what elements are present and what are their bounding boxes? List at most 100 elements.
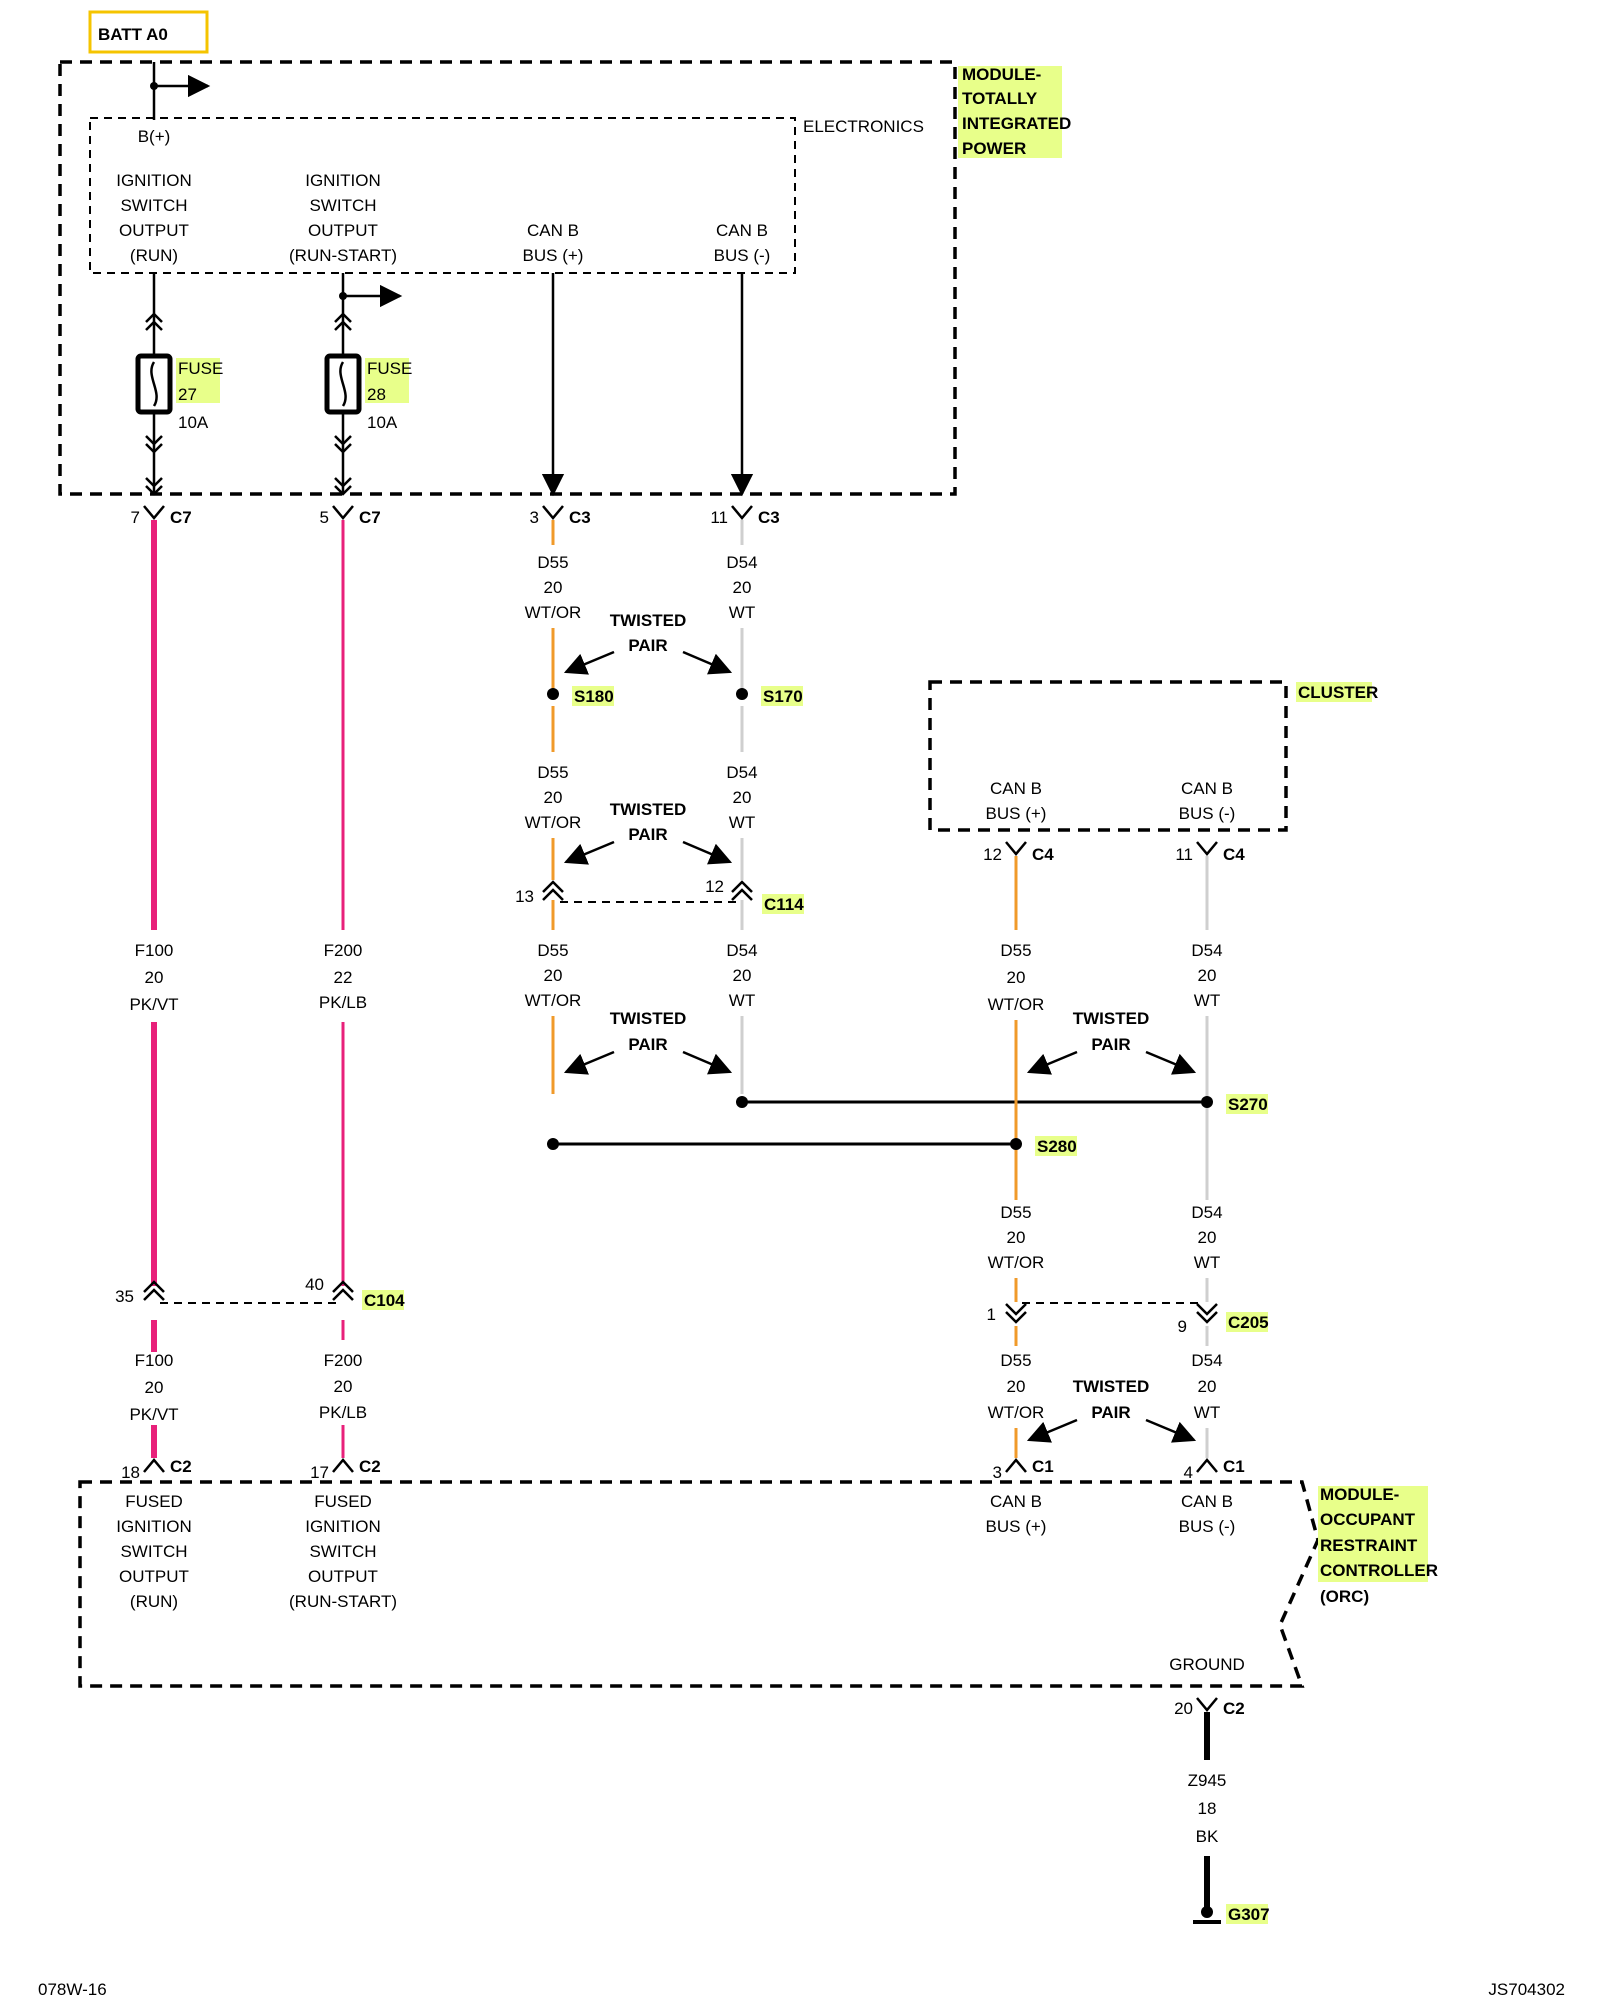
svg-text:22: 22 <box>334 968 353 987</box>
title-text: BATT A0 <box>98 25 168 44</box>
electronics-label: ELECTRONICS <box>803 117 924 136</box>
svg-text:SWITCH: SWITCH <box>120 196 187 215</box>
svg-text:(ORC): (ORC) <box>1320 1587 1369 1606</box>
svg-text:PK/LB: PK/LB <box>319 993 367 1012</box>
svg-text:D55: D55 <box>1000 1351 1031 1370</box>
svg-text:BUS (-): BUS (-) <box>1179 804 1236 823</box>
svg-text:18: 18 <box>1198 1799 1217 1818</box>
svg-text:FUSED: FUSED <box>125 1492 183 1511</box>
svg-text:C1: C1 <box>1223 1457 1245 1476</box>
svg-text:B(+): B(+) <box>138 127 171 146</box>
connector-c7-pin7: 7 C7 <box>131 505 192 527</box>
tipm-module-box <box>58 60 957 496</box>
connector-c3-pin3: 3 C3 <box>530 505 591 527</box>
svg-text:35: 35 <box>115 1287 134 1306</box>
cluster-pin-canb-plus: CAN B BUS (+) <box>986 779 1047 823</box>
svg-text:C7: C7 <box>359 508 381 527</box>
svg-text:12: 12 <box>983 845 1002 864</box>
svg-text:FUSED: FUSED <box>314 1492 372 1511</box>
svg-text:S180: S180 <box>574 687 614 706</box>
svg-text:D55: D55 <box>1000 941 1031 960</box>
orc-module-label: MODULE- OCCUPANT RESTRAINT CONTROLLER (O… <box>1318 1485 1438 1606</box>
svg-text:F100: F100 <box>135 1351 174 1370</box>
svg-text:20: 20 <box>1198 966 1217 985</box>
svg-text:S170: S170 <box>763 687 803 706</box>
svg-text:CAN B: CAN B <box>1181 1492 1233 1511</box>
connector-c2-pin20: 20 C2 <box>1174 1697 1245 1718</box>
svg-text:C3: C3 <box>569 508 591 527</box>
svg-text:OCCUPANT: OCCUPANT <box>1320 1510 1416 1529</box>
svg-text:C1: C1 <box>1032 1457 1054 1476</box>
connector-c1-pin3: 3 C1 <box>993 1457 1054 1482</box>
svg-text:10A: 10A <box>367 413 398 432</box>
wire-d54-orc: D54 20 WT D54 20 WT D54 20 WT <box>1191 856 1223 1458</box>
svg-text:20: 20 <box>733 966 752 985</box>
svg-text:WT/OR: WT/OR <box>988 1253 1045 1272</box>
twisted-pair-4: TWISTED PAIR <box>1026 1009 1197 1075</box>
ground-g307: G307 <box>1193 1904 1270 1924</box>
connector-c7-pin5: 5 C7 <box>320 505 381 527</box>
svg-text:(RUN-START): (RUN-START) <box>289 1592 397 1611</box>
svg-text:7: 7 <box>131 508 140 527</box>
footer-right: JS704302 <box>1488 1980 1565 1999</box>
wire-f100: F100 20 PK/VT F100 20 PK/VT <box>129 520 179 1458</box>
svg-text:WT/OR: WT/OR <box>525 991 582 1010</box>
svg-text:C205: C205 <box>1228 1313 1269 1332</box>
connector-c2-pin17: 17 C2 <box>310 1457 381 1482</box>
svg-text:PAIR: PAIR <box>628 825 667 844</box>
svg-text:CAN B: CAN B <box>1181 779 1233 798</box>
svg-text:D54: D54 <box>1191 1351 1222 1370</box>
svg-text:D54: D54 <box>1191 1203 1222 1222</box>
connector-c3-pin11: 11 C3 <box>710 505 780 527</box>
svg-text:F200: F200 <box>324 941 363 960</box>
svg-text:11: 11 <box>1175 845 1193 864</box>
svg-text:CLUSTER: CLUSTER <box>1298 683 1378 702</box>
svg-text:SWITCH: SWITCH <box>309 196 376 215</box>
svg-text:TWISTED: TWISTED <box>1073 1009 1150 1028</box>
svg-text:WT/OR: WT/OR <box>525 603 582 622</box>
svg-text:C2: C2 <box>1223 1699 1245 1718</box>
svg-text:C4: C4 <box>1032 845 1054 864</box>
svg-text:OUTPUT: OUTPUT <box>308 221 378 240</box>
svg-text:PAIR: PAIR <box>1091 1403 1130 1422</box>
twisted-pair-2: TWISTED PAIR <box>563 800 733 865</box>
svg-text:20: 20 <box>145 968 164 987</box>
svg-text:20: 20 <box>544 788 563 807</box>
svg-text:5: 5 <box>320 508 329 527</box>
svg-text:F200: F200 <box>324 1351 363 1370</box>
svg-text:WT/OR: WT/OR <box>988 995 1045 1014</box>
connector-c104: 35 40 C104 <box>115 1275 405 1310</box>
connector-c205: 1 9 C205 <box>987 1302 1269 1336</box>
title-box <box>88 10 209 54</box>
svg-text:Z945: Z945 <box>1188 1771 1227 1790</box>
connector-c4-pin12: 12 C4 <box>983 841 1054 864</box>
connector-c2-pin18: 18 C2 <box>121 1457 192 1482</box>
svg-text:20: 20 <box>334 1377 353 1396</box>
svg-text:IGNITION: IGNITION <box>116 171 192 190</box>
svg-text:40: 40 <box>305 1275 324 1294</box>
svg-text:C3: C3 <box>758 508 780 527</box>
wire-d54-tipm: D54 20 WT D54 20 WT D54 20 WT <box>726 520 758 1108</box>
svg-text:OUTPUT: OUTPUT <box>119 1567 189 1586</box>
svg-text:IGNITION: IGNITION <box>116 1517 192 1536</box>
svg-text:MODULE-: MODULE- <box>1320 1485 1399 1504</box>
svg-text:(RUN-START): (RUN-START) <box>289 246 397 265</box>
svg-text:PK/LB: PK/LB <box>319 1403 367 1422</box>
svg-text:(RUN): (RUN) <box>130 246 178 265</box>
svg-text:D55: D55 <box>1000 1203 1031 1222</box>
svg-text:TWISTED: TWISTED <box>610 1009 687 1028</box>
svg-text:PAIR: PAIR <box>1091 1035 1130 1054</box>
splice-s280: S280 <box>1035 1136 1077 1156</box>
svg-text:(RUN): (RUN) <box>130 1592 178 1611</box>
svg-text:WT/OR: WT/OR <box>988 1403 1045 1422</box>
svg-text:20: 20 <box>1198 1377 1217 1396</box>
svg-text:D55: D55 <box>537 941 568 960</box>
svg-text:INTEGRATED: INTEGRATED <box>962 114 1071 133</box>
svg-text:D55: D55 <box>537 763 568 782</box>
svg-text:D54: D54 <box>1191 941 1222 960</box>
orc-pin-fused-run: FUSED IGNITION SWITCH OUTPUT (RUN) <box>116 1492 192 1611</box>
svg-text:TWISTED: TWISTED <box>610 611 687 630</box>
svg-text:3: 3 <box>530 508 539 527</box>
svg-text:BUS (+): BUS (+) <box>986 804 1047 823</box>
svg-text:FUSE: FUSE <box>178 359 223 378</box>
